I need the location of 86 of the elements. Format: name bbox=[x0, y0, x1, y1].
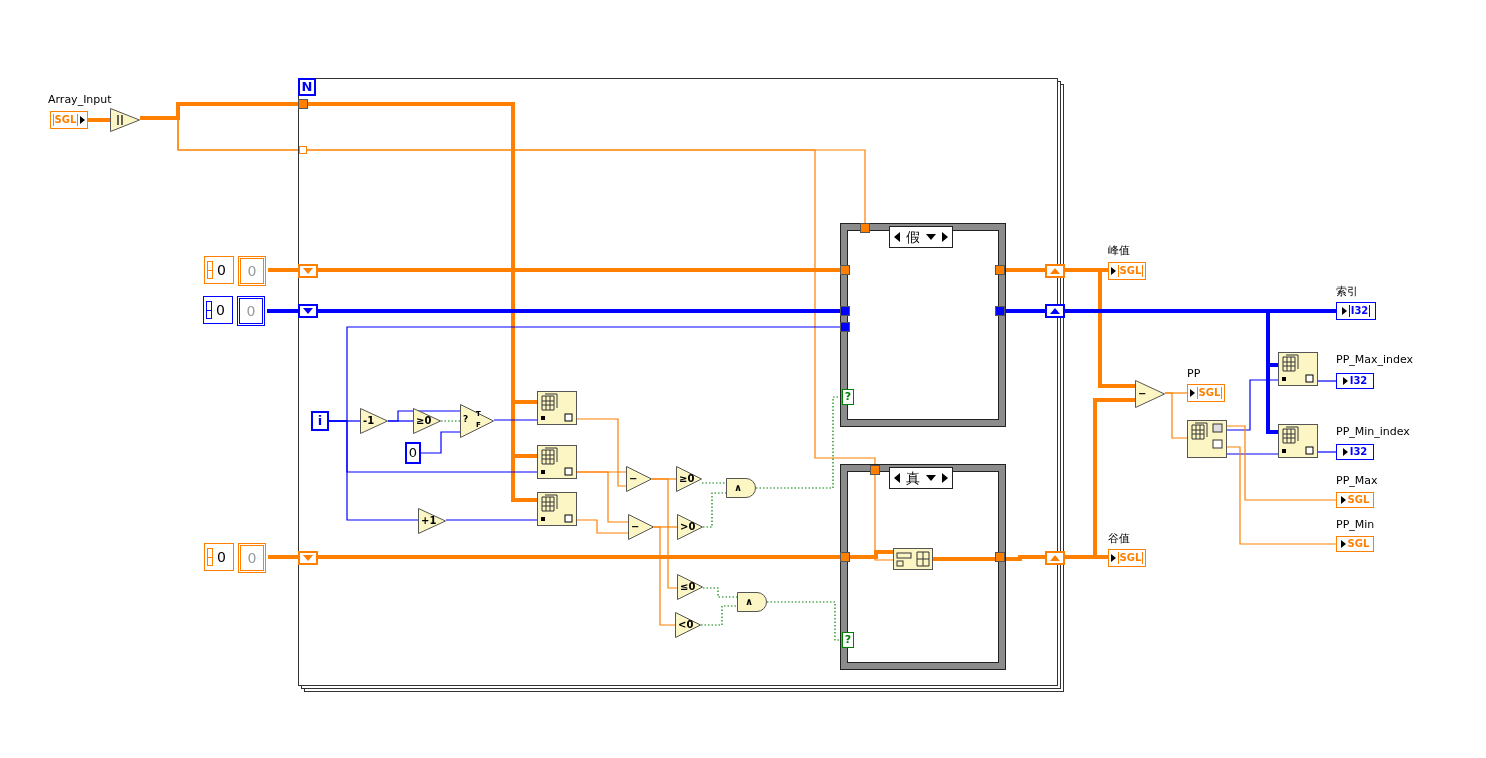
control-terminal: SGL bbox=[50, 111, 88, 129]
operator-label: -1 bbox=[363, 415, 375, 427]
indicator-terminal: I32 bbox=[1336, 302, 1376, 320]
operator-label: − bbox=[629, 473, 638, 485]
count-terminal: N bbox=[298, 78, 316, 96]
operator-label: +1 bbox=[421, 515, 437, 527]
case-selector: 假 bbox=[889, 226, 953, 248]
indicator-terminal: SGL bbox=[1336, 536, 1374, 552]
case-selector: 真 bbox=[889, 467, 953, 489]
shift-register bbox=[1045, 551, 1065, 565]
wire bbox=[1065, 309, 1278, 434]
wire bbox=[268, 268, 298, 272]
wire bbox=[328, 420, 419, 521]
wire bbox=[1005, 309, 1045, 313]
terminal-label: PP_Min bbox=[1336, 518, 1375, 531]
array-element: 0 bbox=[238, 543, 266, 573]
wire bbox=[88, 118, 110, 122]
wire bbox=[387, 410, 461, 422]
wire bbox=[1226, 379, 1279, 431]
wire bbox=[651, 478, 678, 589]
shift-register bbox=[298, 304, 318, 318]
terminal-letter: ? bbox=[463, 415, 469, 424]
operator-label: ∧ bbox=[745, 596, 754, 608]
array-element: 0 bbox=[237, 296, 265, 326]
operator-label: − bbox=[631, 521, 640, 533]
wire bbox=[576, 471, 629, 523]
indicator-terminal: SGL bbox=[1108, 262, 1146, 280]
operator-label: ≥0 bbox=[679, 473, 695, 485]
selector-terminal: ? bbox=[842, 632, 854, 648]
terminal-label: 谷值 bbox=[1108, 532, 1130, 545]
wire bbox=[1164, 392, 1188, 439]
shift-register bbox=[1045, 304, 1065, 318]
case-structure-frame bbox=[841, 465, 1005, 669]
shift-register bbox=[298, 264, 318, 278]
terminal-label: PP_Max_index bbox=[1336, 353, 1414, 366]
index-display: 0 bbox=[204, 256, 234, 284]
wire bbox=[318, 309, 841, 313]
wire bbox=[653, 526, 676, 626]
wire bbox=[1005, 268, 1045, 272]
operator-label: − bbox=[1138, 388, 1147, 400]
index-display: 0 bbox=[203, 296, 233, 324]
wire bbox=[440, 420, 461, 422]
indicator-terminal: SGL bbox=[1108, 549, 1146, 567]
wire bbox=[1065, 268, 1135, 388]
terminal-label: PP_Min_index bbox=[1336, 425, 1410, 438]
iteration-terminal: i bbox=[311, 411, 329, 431]
wire bbox=[1226, 446, 1337, 545]
shift-register bbox=[298, 551, 318, 565]
operator-label: >0 bbox=[680, 521, 696, 533]
wire bbox=[493, 419, 538, 421]
wire bbox=[1226, 453, 1279, 455]
numeric-constant: 0 bbox=[405, 442, 421, 464]
wire bbox=[268, 555, 298, 559]
case-structure-frame bbox=[841, 224, 1005, 426]
terminal-label: 峰值 bbox=[1108, 244, 1130, 257]
wire bbox=[267, 309, 298, 313]
wire bbox=[445, 519, 538, 521]
wire bbox=[576, 418, 627, 487]
array-element: 0 bbox=[238, 256, 266, 286]
wire bbox=[766, 601, 842, 641]
operator-label: ≥0 bbox=[416, 415, 432, 427]
wire bbox=[318, 550, 893, 559]
index-display: 0 bbox=[204, 543, 234, 571]
wire bbox=[1317, 451, 1337, 453]
wire bbox=[318, 268, 841, 272]
wire bbox=[1317, 380, 1337, 382]
wire bbox=[420, 431, 461, 454]
terminal-label: PP_Max bbox=[1336, 474, 1378, 487]
indicator-terminal: SGL bbox=[1187, 384, 1225, 402]
wire bbox=[933, 555, 1045, 561]
indicator-terminal: I32 bbox=[1336, 444, 1374, 460]
terminal-label: PP bbox=[1187, 367, 1201, 380]
wire bbox=[1065, 398, 1135, 559]
terminal-label: 索引 bbox=[1336, 285, 1358, 298]
terminal-label: Array_Input bbox=[48, 93, 112, 106]
indicator-terminal: SGL bbox=[1336, 492, 1374, 508]
wire bbox=[701, 482, 727, 484]
shift-register bbox=[1045, 264, 1065, 278]
operator-label: ≤0 bbox=[680, 581, 696, 593]
indicator-terminal: I32 bbox=[1336, 373, 1374, 389]
wire bbox=[700, 605, 738, 626]
operator-label: <0 bbox=[678, 619, 694, 631]
wire bbox=[1226, 425, 1337, 501]
selector-terminal: ? bbox=[842, 389, 854, 405]
wire bbox=[576, 519, 629, 534]
operator-label: ∧ bbox=[734, 482, 743, 494]
